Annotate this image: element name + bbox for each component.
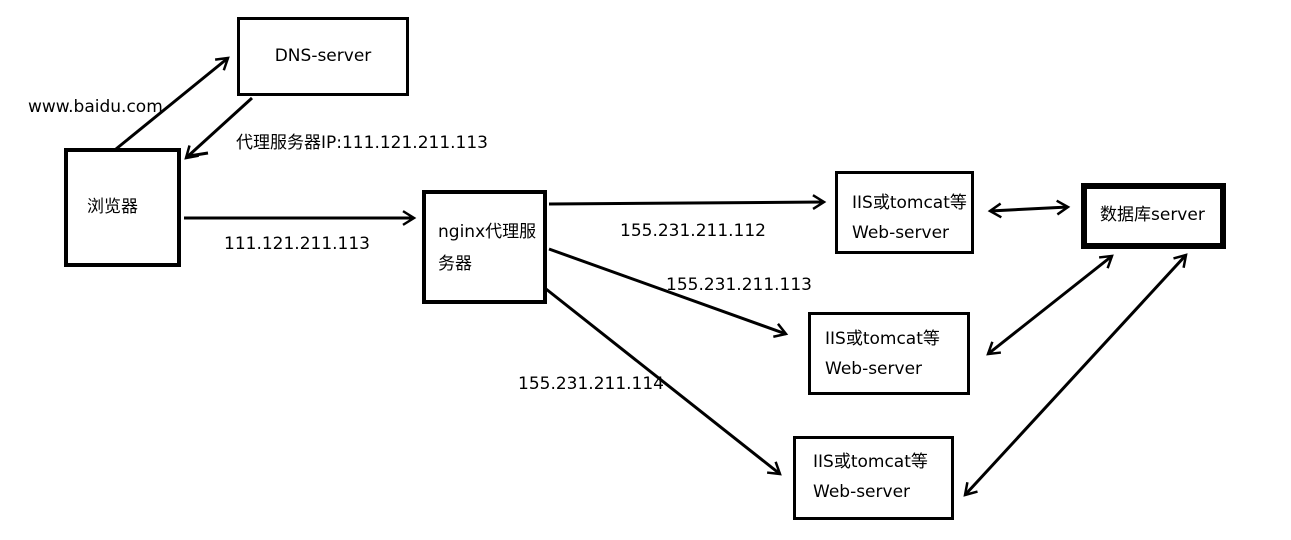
web-server-3-line1: IIS或tomcat等: [813, 452, 928, 472]
node-web-server-1: IIS或tomcat等 Web-server: [835, 171, 974, 254]
node-web-server-3: IIS或tomcat等 Web-server: [793, 436, 954, 520]
arrow-web3-db-bidirectional: [963, 253, 1188, 497]
web-server-1-line2: Web-server: [852, 223, 950, 243]
database-server-label: 数据库server: [1100, 205, 1205, 226]
nginx-proxy-label: nginx代理服务器: [438, 222, 537, 274]
node-web-server-2: IIS或tomcat等 Web-server: [808, 312, 970, 395]
node-dns-server: DNS-server: [237, 17, 409, 96]
label-request-domain: www.baidu.com: [28, 97, 163, 117]
dns-server-label: DNS-server: [274, 45, 372, 66]
label-nginx-to-web3-ip: 155.231.211.114: [518, 374, 665, 394]
arrow-dns-to-browser-tick: [188, 151, 209, 158]
browser-label: 浏览器: [87, 196, 138, 217]
node-nginx-proxy: nginx代理服务器: [422, 190, 547, 304]
arrow-dns-to-browser: [184, 96, 254, 160]
arrow-web1-db-bidirectional: [987, 199, 1071, 219]
label-nginx-to-web1-ip: 155.231.211.112: [620, 221, 767, 241]
web-server-3-line2: Web-server: [813, 482, 911, 502]
label-dns-response-proxy-ip: 代理服务器IP:111.121.211.113: [236, 133, 488, 153]
web-server-2-line1: IIS或tomcat等: [825, 329, 940, 349]
web-server-1-line1: IIS或tomcat等: [852, 193, 967, 213]
arrow-nginx-to-web2: [548, 247, 789, 338]
label-nginx-to-web2-ip: 155.231.211.113: [666, 275, 813, 295]
node-browser: 浏览器: [64, 148, 181, 267]
arrow-web2-db-bidirectional: [986, 254, 1114, 356]
web-server-2-line2: Web-server: [825, 359, 923, 379]
node-database-server: 数据库server: [1081, 183, 1226, 249]
arrow-nginx-to-web3: [545, 287, 782, 476]
arrow-nginx-to-web1: [548, 194, 827, 210]
arrow-browser-to-dns: [115, 56, 230, 151]
label-browser-to-nginx-ip: 111.121.211.113: [224, 234, 371, 254]
